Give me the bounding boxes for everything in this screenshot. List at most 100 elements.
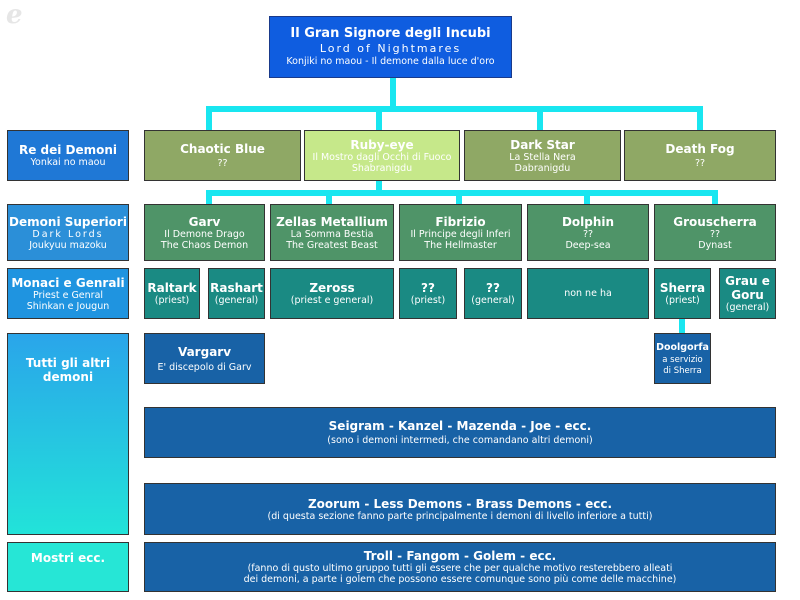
connector-king-3 [537, 106, 543, 132]
superior-dolphin: Dolphin ?? Deep-sea [527, 204, 649, 261]
superior-line1: ?? [582, 228, 594, 240]
legend-re-sub: Yonkai no maou [30, 157, 106, 168]
connector-rubyeye-down [376, 178, 382, 194]
bar-title: Seigram - Kanzel - Mazenda - Joe - ecc. [328, 419, 592, 433]
superior-line2: Deep-sea [565, 239, 611, 251]
bar-intermediate-demons: Seigram - Kanzel - Mazenda - Joe - ecc. … [144, 407, 776, 458]
superior-name: Garv [188, 214, 221, 229]
priest-role: (priest) [410, 295, 446, 306]
superior-name: Zellas Metallium [276, 214, 388, 229]
king-chaotic-blue: Chaotic Blue ?? [144, 130, 301, 181]
priest-role: (general) [214, 295, 259, 306]
connector-top-vertical [390, 78, 396, 110]
legend-superiori-title: Demoni Superiori [9, 214, 127, 229]
connector-sup-2 [326, 190, 332, 206]
king-name: Dark Star [510, 137, 575, 152]
priest-role: (priest) [154, 295, 190, 306]
king-death-fog: Death Fog ?? [624, 130, 776, 181]
king-name: Chaotic Blue [180, 142, 265, 156]
bar-line2: dei demoni, a parte i golem che possono … [243, 574, 677, 585]
legend-tutti-altri: Tutti gli altri demoni [7, 333, 129, 535]
priest-fibrizio-unknown: ?? (priest) [399, 268, 457, 319]
king-line2: Dabranigdu [514, 162, 571, 174]
vargarv-box: Vargarv E' discepolo di Garv [144, 333, 265, 384]
general-rashart: Rashart (general) [208, 268, 265, 319]
bar-line1: (fanno di qusto ultimo gruppo tutti gli … [247, 563, 673, 574]
king-line1: La Stella Nera [509, 151, 576, 163]
bar-line1: (sono i demoni intermedi, che comandano … [327, 435, 593, 446]
superior-name: Dolphin [561, 214, 615, 229]
king-name: Ruby-eye [350, 137, 414, 152]
priest-name: Grau e Goru [725, 274, 770, 302]
priest-name: Zeross [309, 281, 355, 295]
priest-raltark: Raltark (priest) [144, 268, 200, 319]
priest-name: ?? [486, 281, 500, 295]
priest-role: non ne ha [564, 288, 612, 299]
legend-monaci-title: Monaci e Genrali [11, 275, 125, 290]
king-line1: Il Mostro dagli Occhi di Fuoco [312, 151, 452, 163]
logo-watermark: e [6, 0, 23, 30]
doolgorfa-desc2: di Sherra [663, 365, 702, 376]
superior-line2: The Greatest Beast [286, 239, 378, 251]
vargarv-name: Vargarv [177, 344, 232, 359]
general-grau-goru: Grau e Goru (general) [719, 268, 776, 319]
legend-demoni-superiori: Demoni Superiori Dark Lords Joukyuu mazo… [7, 204, 129, 261]
legend-altri-title: Tutti gli altri demoni [25, 356, 111, 384]
king-line2: Shabranigdu [351, 162, 413, 174]
superior-grouscherra: Grouscherra ?? Dynast [654, 204, 776, 261]
superior-line1: Il Principe degli Inferi [410, 228, 511, 240]
legend-mostri-title: Mostri ecc. [30, 551, 106, 565]
priest-role: (priest e general) [290, 295, 374, 306]
connector-sup-1 [206, 190, 212, 206]
dolphin-none: non ne ha [527, 268, 649, 319]
superior-line1: Il Demone Drago [164, 228, 245, 240]
connector-kings-horizontal [206, 106, 700, 112]
bar-monsters: Troll - Fangom - Golem - ecc. (fanno di … [144, 542, 776, 592]
connector-king-4 [697, 106, 703, 132]
king-line1: ?? [217, 158, 228, 169]
king-line1: ?? [694, 158, 706, 169]
connector-sup-3 [456, 190, 462, 206]
legend-monaci-sub1: Priest e Genral [32, 289, 104, 301]
legend-monaci-sub2: Shinkan e Jougun [26, 300, 110, 312]
priest-name: ?? [421, 281, 435, 295]
superior-line2: The Hellmaster [424, 239, 497, 251]
bar-lesser-demons: Zoorum - Less Demons - Brass Demons - ec… [144, 483, 776, 535]
king-ruby-eye: Ruby-eye Il Mostro dagli Occhi di Fuoco … [304, 130, 460, 181]
connector-superiors-horizontal [206, 190, 718, 196]
priest-role: (general) [725, 302, 770, 313]
bar-title: Troll - Fangom - Golem - ecc. [363, 549, 557, 563]
legend-re-title: Re dei Demoni [18, 143, 118, 157]
superior-name: Fibrizio [435, 214, 486, 229]
superior-fibrizio: Fibrizio Il Principe degli Inferi The He… [399, 204, 522, 261]
lord-description: Konjiki no maou - Il demone dalla luce d… [286, 56, 495, 67]
superior-line2: Dynast [698, 239, 732, 251]
doolgorfa-name: Doolgorfa [656, 341, 709, 353]
superior-garv: Garv Il Demone Drago The Chaos Demon [144, 204, 265, 261]
vargarv-desc: E' discepolo di Garv [157, 361, 252, 373]
connector-king-1 [206, 106, 212, 132]
bar-title: Zoorum - Less Demons - Brass Demons - ec… [307, 496, 613, 511]
priest-name: Sherra [659, 281, 706, 295]
legend-mostri: Mostri ecc. [7, 542, 129, 592]
priest-general-zeross: Zeross (priest e general) [270, 268, 394, 319]
priest-name: Rashart [210, 281, 263, 295]
bar-line1: (di questa sezione fanno parte principal… [267, 510, 653, 522]
priest-role: (priest) [665, 295, 700, 306]
lord-title: Il Gran Signore degli Incubi [290, 26, 491, 41]
lord-of-nightmares-box: Il Gran Signore degli Incubi Lord of Nig… [269, 16, 512, 78]
connector-sup-4 [584, 190, 590, 206]
connector-sup-5 [712, 190, 718, 206]
doolgorfa-box: Doolgorfa a servizio di Sherra [654, 333, 711, 384]
lord-subtitle: Lord of Nightmares [319, 42, 462, 55]
legend-re-dei-demoni: Re dei Demoni Yonkai no maou [7, 130, 129, 181]
king-dark-star: Dark Star La Stella Nera Dabranigdu [464, 130, 621, 181]
superior-line1: La Somma Bestia [290, 228, 374, 240]
legend-monaci-genrali: Monaci e Genrali Priest e Genral Shinkan… [7, 268, 129, 319]
legend-superiori-sub1: Dark Lords [32, 228, 104, 240]
legend-superiori-sub2: Joukyuu mazoku [29, 239, 107, 251]
general-fibrizio-unknown: ?? (general) [464, 268, 522, 319]
superior-line2: The Chaos Demon [160, 239, 249, 251]
superior-zellas: Zellas Metallium La Somma Bestia The Gre… [270, 204, 394, 261]
connector-king-2 [376, 106, 382, 132]
